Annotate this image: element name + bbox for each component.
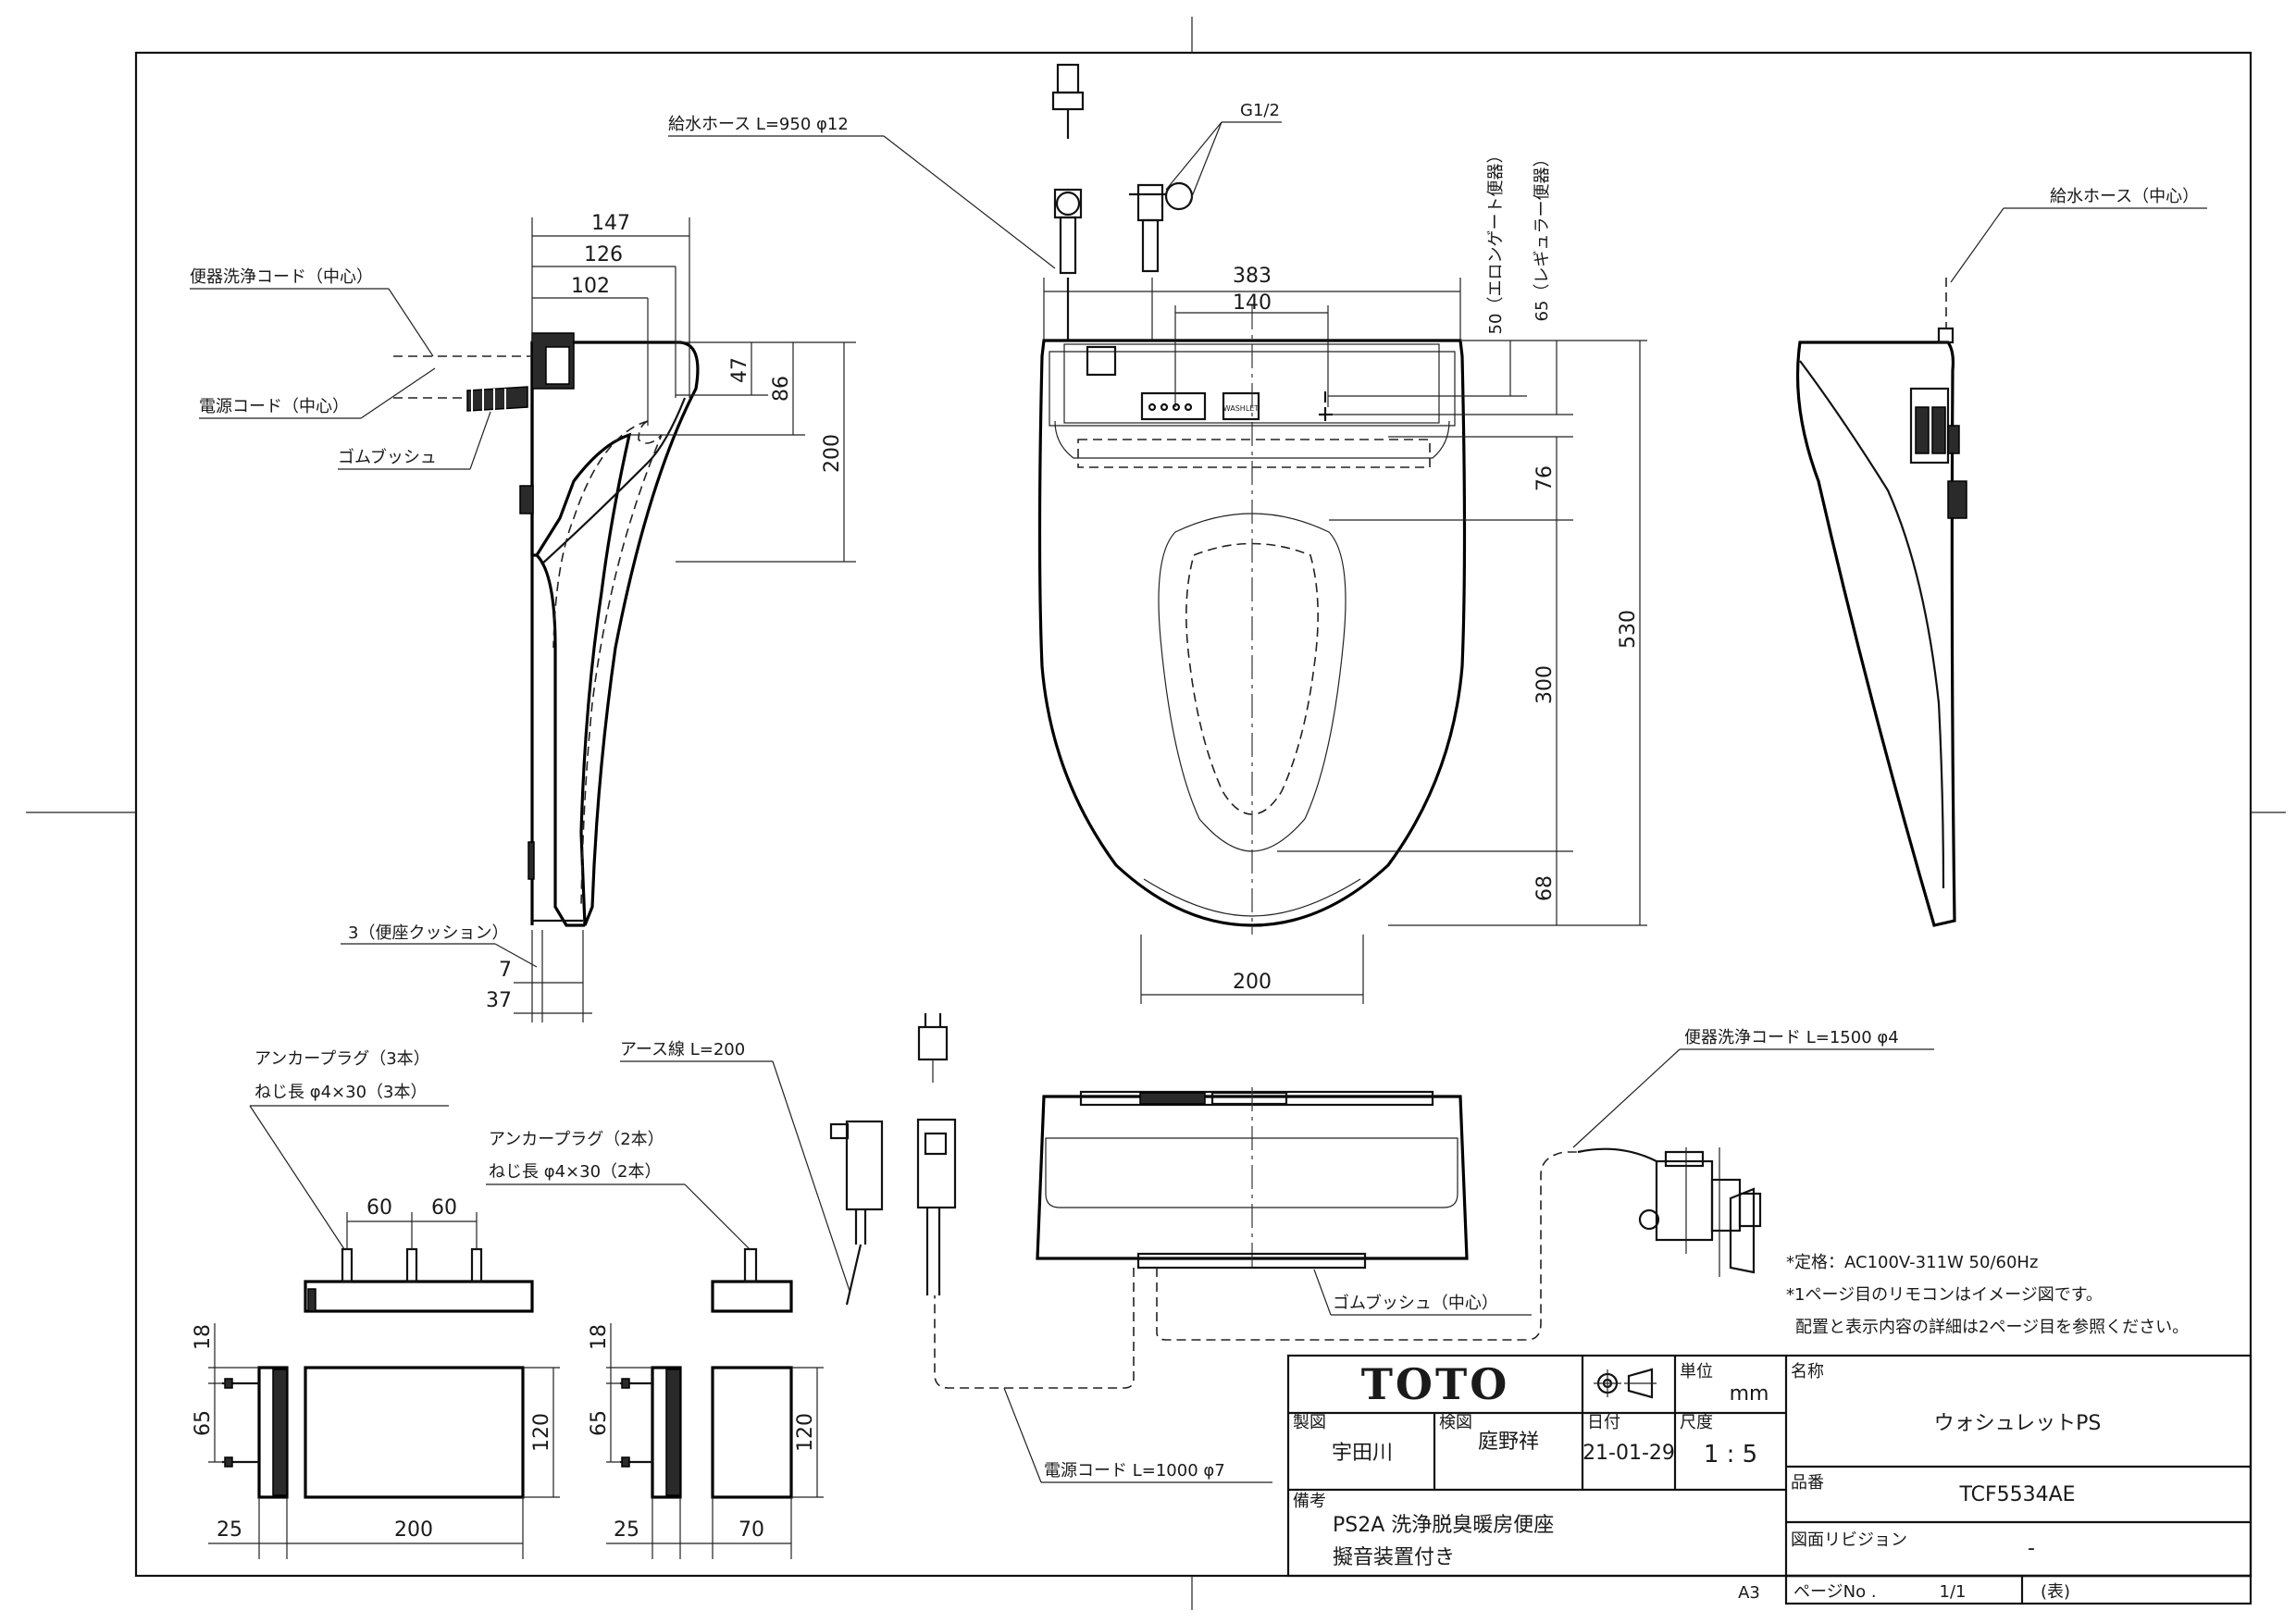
dim-200-side: 200 <box>821 434 844 473</box>
seat-view-dimensions: 383 140 50（エロンゲート便器） 65（レギュラー便器） 76 300 … <box>1043 147 1647 1004</box>
title-block: TOTO 単位 mm 名称 ウォシュレットPS 製図 宇田川 検図 庭野祥 日付… <box>1286 1354 2253 1605</box>
dim-147: 147 <box>591 212 630 235</box>
unit-value: mm <box>1730 1382 1769 1406</box>
power-cord-label: 電源コード L=1000 φ7 <box>1044 1461 1225 1481</box>
regular-label: 65（レギュラー便器） <box>1533 151 1552 322</box>
side-view-dimensions: 147 126 102 47 86 200 7 37 3（便座クッション） <box>341 212 856 1022</box>
page-note: (表) <box>2041 1582 2070 1602</box>
dim-25b: 25 <box>614 1518 639 1542</box>
drawn-by: 宇田川 <box>1332 1442 1393 1465</box>
anchor2-line2: ねじ長 φ4×30（2本） <box>489 1162 662 1182</box>
dim-70: 70 <box>738 1518 764 1542</box>
top-callouts: 給水ホース L=950 φ12 G1/2 <box>668 101 1282 269</box>
elongated-label: 50（エロンゲート便器） <box>1486 147 1506 335</box>
checked-label: 検図 <box>1439 1413 1472 1432</box>
scale-label: 尺度 <box>1680 1413 1713 1432</box>
dim-200-plate: 200 <box>394 1518 433 1542</box>
dim-60a: 60 <box>366 1196 392 1220</box>
dim-25a: 25 <box>217 1518 242 1542</box>
dim-65b: 65 <box>588 1410 611 1436</box>
power-indicator <box>1086 345 1117 377</box>
dim-126: 126 <box>584 243 623 266</box>
power-cord-plug <box>466 386 528 412</box>
page-label: ページNo . <box>1793 1582 1877 1602</box>
dim-300: 300 <box>1533 665 1557 704</box>
date-label: 日付 <box>1587 1413 1620 1432</box>
dim-60b: 60 <box>431 1196 457 1220</box>
dim-530: 530 <box>1617 610 1640 649</box>
dim-383: 383 <box>1233 265 1272 288</box>
notes: *定格：AC100V-311W 50/60Hz *1ページ目のリモコンはイメージ… <box>1786 1253 2189 1337</box>
revision-label: 図面リビジョン <box>1791 1530 1907 1550</box>
flush-valve-unit: 便器洗浄コード L=1500 φ4 ゴムブッシュ（中心） <box>1313 1028 1934 1316</box>
checked-by: 庭野祥 <box>1478 1431 1539 1454</box>
plate-section-large: 18 65 120 25 200 <box>192 1323 560 1559</box>
seat-top-view: WASHLET <box>1037 305 1467 935</box>
revision-value: - <box>2028 1537 2035 1560</box>
product-name: ウォシュレットPS <box>1934 1412 2102 1435</box>
scale-value: 1 : 5 <box>1704 1441 1757 1468</box>
dim-65a: 65 <box>192 1410 215 1436</box>
washlet-logo-panel <box>1222 391 1260 421</box>
drawn-label: 製図 <box>1293 1413 1326 1432</box>
remarks-label: 備考 <box>1293 1492 1326 1511</box>
third-angle-projection-icon <box>1594 1368 1657 1399</box>
flush-cord-center-label: 便器洗浄コード（中心） <box>190 267 373 287</box>
anchor3-line1: アンカープラグ（3本） <box>254 1049 430 1069</box>
remote-note: *1ページ目のリモコンはイメージ図です。 <box>1786 1285 2103 1305</box>
dim-200-seat: 200 <box>1233 971 1272 994</box>
flush-cord-label: 便器洗浄コード L=1500 φ4 <box>1684 1028 1899 1047</box>
dim-37: 37 <box>486 989 512 1012</box>
seat-rear-view <box>934 1087 1578 1389</box>
left-callouts: 便器洗浄コード（中心） 電源コード（中心） ゴムブッシュ <box>190 267 491 470</box>
plate-section-small: 18 65 120 25 70 <box>588 1323 824 1559</box>
remarks-line1: PS2A 洗浄脱臭暖房便座 <box>1333 1514 1554 1537</box>
rubber-bush-label: ゴムブッシュ <box>338 447 437 467</box>
supply-hose-center-label: 給水ホース（中心） <box>2050 187 2199 206</box>
dim-76: 76 <box>1533 465 1557 491</box>
rubber-bush-center-label: ゴムブッシュ（中心） <box>1333 1293 1498 1313</box>
thread-label: G1/2 <box>1240 101 1280 120</box>
supply-hose-label: 給水ホース L=950 φ12 <box>668 115 849 134</box>
rating-note: *定格：AC100V-311W 50/60Hz <box>1786 1253 2038 1272</box>
paper-size: A3 <box>1738 1583 1760 1603</box>
page-number: 1/1 <box>1940 1582 1967 1602</box>
dim-68: 68 <box>1533 875 1557 901</box>
dim-86: 86 <box>770 376 793 402</box>
dim-120b: 120 <box>794 1413 817 1452</box>
control-panel-buttons <box>1140 391 1207 421</box>
supply-valve-parts <box>1051 63 1194 341</box>
dim-140: 140 <box>1233 291 1272 315</box>
layout-note: 配置と表示内容の詳細は2ページ目を参照ください。 <box>1795 1318 2189 1337</box>
side-view-left <box>393 332 700 927</box>
unit-label: 単位 <box>1680 1362 1713 1381</box>
dim-47: 47 <box>728 357 751 383</box>
model-number: TCF5534AE <box>1958 1483 2075 1506</box>
date-value: 21-01-29 <box>1582 1442 1675 1465</box>
remarks-line2: 擬音装置付き <box>1333 1546 1455 1569</box>
side-view-right: 給水ホース（中心） <box>1795 187 2207 927</box>
name-label: 名称 <box>1791 1362 1824 1381</box>
washlet-logo-text: WASHLET <box>1223 404 1260 413</box>
anchor3-line2: ねじ長 φ4×30（3本） <box>254 1083 428 1102</box>
power-cord-center-label: 電源コード（中心） <box>199 397 349 416</box>
dim-18b: 18 <box>588 1324 611 1350</box>
earth-wire-label: アース線 L=200 <box>620 1040 745 1059</box>
power-plug-parts: アース線 L=200 電源コード L=1000 φ7 <box>620 1013 1272 1483</box>
dim-102: 102 <box>571 275 610 298</box>
toto-logo: TOTO <box>1361 1359 1510 1409</box>
dim-120a: 120 <box>530 1413 553 1452</box>
anchor-plate-large: アンカープラグ（3本） ねじ長 φ4×30（3本） 60 60 <box>249 1049 534 1313</box>
dim-18a: 18 <box>192 1324 215 1350</box>
seat-cushion-label: 3（便座クッション） <box>348 923 508 943</box>
dim-7: 7 <box>499 959 512 982</box>
anchor2-line1: アンカープラグ（2本） <box>489 1130 664 1149</box>
anchor-plate-small: アンカープラグ（2本） ねじ長 φ4×30（2本） <box>486 1130 793 1313</box>
sheet-frame <box>26 17 2286 1610</box>
model-label: 品番 <box>1791 1473 1824 1493</box>
